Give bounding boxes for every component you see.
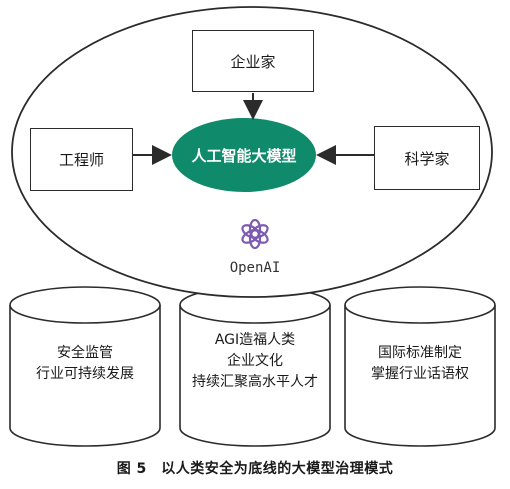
pillar-right-text: 国际标准制定 掌握行业话语权 [345, 343, 495, 385]
pillar-left-cylinder [9, 286, 161, 447]
node-entrepreneur: 企业家 [192, 30, 314, 92]
pillar-right-line-2: 掌握行业话语权 [371, 366, 469, 382]
pillar-left-line-1: 安全监管 [57, 345, 113, 361]
pillar-middle-line-2: 企业文化 [227, 353, 283, 369]
core-model-ellipse [172, 118, 316, 192]
pillar-left-line-2: 行业可持续发展 [36, 366, 134, 382]
node-engineer: 工程师 [30, 128, 133, 191]
figure-caption: 图 5 以人类安全为底线的大模型治理模式 [116, 461, 394, 477]
openai-logo-icon [241, 218, 269, 250]
node-scientist-label: 科学家 [404, 149, 450, 168]
node-entrepreneur-label: 企业家 [230, 52, 276, 71]
node-engineer-label: 工程师 [58, 151, 104, 169]
pillar-left-text: 安全监管 行业可持续发展 [10, 343, 160, 385]
core-model-label: 人工智能大模型 [191, 146, 297, 165]
pillar-middle-text: AGI造福人类 企业文化 持续汇聚高水平人才 [180, 330, 330, 393]
pillar-middle-line-3: 持续汇聚高水平人才 [192, 374, 318, 390]
pillar-right-cylinder [344, 286, 496, 447]
pillar-middle-line-1: AGI造福人类 [214, 332, 296, 348]
brand-name: OpenAI [229, 260, 281, 276]
node-scientist: 科学家 [374, 126, 480, 190]
pillar-right-line-1: 国际标准制定 [378, 345, 462, 361]
